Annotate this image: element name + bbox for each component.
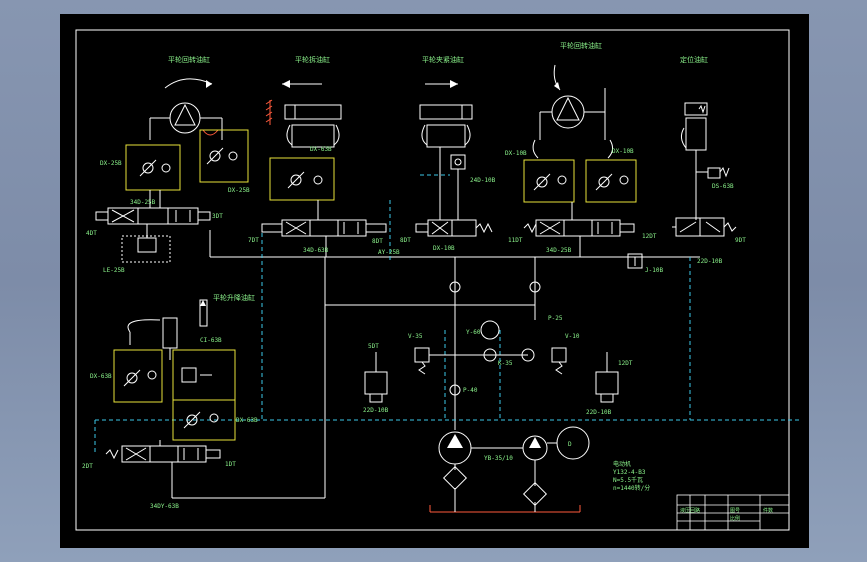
label-dx10b-2: DX-10B (505, 150, 527, 157)
label-34d25b-1: 34D-25B (130, 199, 156, 206)
title-rotary-cyl-2: 平轮回转油缸 (560, 41, 602, 50)
label-dx10b-1: DX-10B (433, 245, 455, 252)
tag-12dt-b: 12DT (618, 360, 633, 367)
pilot-lines (94, 174, 800, 455)
throttle-check-box-3 (269, 157, 335, 201)
label-ci63b: CI-63B (200, 337, 222, 344)
throttle-check-box-6 (113, 349, 163, 403)
unload-valve-left (364, 352, 388, 403)
tag-11dt: 11DT (508, 237, 523, 244)
tag-7dt: 7DT (248, 237, 259, 244)
main-pressure-line (171, 230, 700, 499)
clamp-cylinder (419, 80, 473, 170)
title-locate-cyl: 定位油缸 (680, 55, 708, 64)
label-dx25b-1: DX-25B (100, 160, 122, 167)
label-24d10b: 24D-10B (470, 177, 496, 184)
title-rotary-cyl-1: 平轮回转油缸 (168, 55, 210, 64)
label-le25b: LE-25B (103, 267, 125, 274)
label-p40: P-40 (463, 387, 478, 394)
label-dx63b-3: DX-63B (236, 417, 258, 424)
label-22d10b-a: 22D-10B (697, 258, 723, 265)
motor-note-4: n=1440转/分 (613, 484, 650, 492)
locate-cylinder (680, 102, 730, 220)
tag-2dt: 2DT (82, 463, 93, 470)
tag-4dt: 4DT (86, 230, 97, 237)
label-34d63b: 34D-63B (303, 247, 329, 254)
rotary-actuator-2 (532, 64, 614, 159)
title-clamp-cyl: 平轮夹紧油缸 (422, 55, 464, 64)
label-pump: YB-35/10 (484, 455, 513, 462)
title-block-drawing-no: 图号 (730, 508, 740, 514)
sheet-border (75, 29, 790, 531)
label-ay25b: AY-25B (378, 249, 400, 256)
tag-9dt: 9DT (735, 237, 746, 244)
rotary-actuator-1 (149, 78, 223, 140)
title-block (676, 494, 790, 531)
throttle-check-box-4 (523, 159, 575, 203)
label-v35: V-35 (408, 333, 423, 340)
label-22d10b-b: 22D-10B (363, 407, 389, 414)
directional-valve-6 (105, 440, 221, 478)
throttle-check-box-5 (585, 159, 637, 203)
directional-valve-1 (95, 190, 211, 225)
throttle-check-box-2 (199, 129, 249, 183)
throttle-check-6 (123, 367, 219, 429)
title-block-name: 液压回路 (680, 507, 700, 514)
tag-12dt: 12DT (642, 233, 657, 240)
motor-symbol: D (568, 441, 572, 448)
label-p25: P-25 (548, 315, 563, 322)
motor-note-2: Y132-4-B3 (613, 469, 646, 476)
directional-valve-4 (523, 202, 635, 257)
label-k35: K-35 (498, 360, 513, 367)
pump-group (429, 426, 590, 513)
eject-cylinder (265, 80, 342, 148)
center-valves (414, 281, 567, 396)
throttle-check-3 (287, 171, 323, 189)
directional-valve-2 (261, 200, 387, 257)
unload-valve-right (595, 352, 619, 403)
label-ds63b: DS-63B (712, 183, 734, 190)
label-dx63b-2: DX-63B (90, 373, 112, 380)
throttle-check-1 (139, 147, 238, 177)
directional-valve-3 (415, 147, 493, 237)
throttle-check-4 (533, 173, 629, 191)
lift-cylinder (127, 299, 208, 360)
throttle-check-box-1 (125, 144, 181, 191)
tag-3dt: 3DT (212, 213, 223, 220)
label-dx10b-3: DX-10B (612, 148, 634, 155)
motor-note-1: 电动机 (613, 460, 631, 468)
title-lift-cyl: 平轮升降油缸 (213, 293, 255, 302)
pressure-switch-j (627, 253, 643, 269)
label-34dy63b: 34DY-63B (150, 503, 179, 510)
tag-5dt: 5DT (368, 343, 379, 350)
motor-note-3: N=5.5千瓦 (613, 476, 643, 484)
directional-valve-5 (672, 217, 737, 237)
label-j10b: J-10B (645, 267, 663, 274)
label-y60: Y-60 (466, 329, 481, 336)
relief-valve-le (121, 224, 171, 263)
label-dx63b-1: DX-63B (310, 146, 332, 153)
title-block-count: 件数 (763, 507, 773, 514)
label-22d10b-c: 22D-10B (586, 409, 612, 416)
title-block-scale: 比例 (730, 515, 740, 522)
title-eject-cyl: 平轮拆油缸 (295, 55, 330, 64)
label-34d25b-2: 34D-25B (546, 247, 572, 254)
label-dx25b-2: DX-25B (228, 187, 250, 194)
tag-1dt: 1DT (225, 461, 236, 468)
tag-8dt: 8DT (372, 238, 383, 245)
tag-8dt-b: 8DT (400, 237, 411, 244)
label-v10: V-10 (565, 333, 580, 340)
throttle-check-box-8 (172, 399, 236, 441)
